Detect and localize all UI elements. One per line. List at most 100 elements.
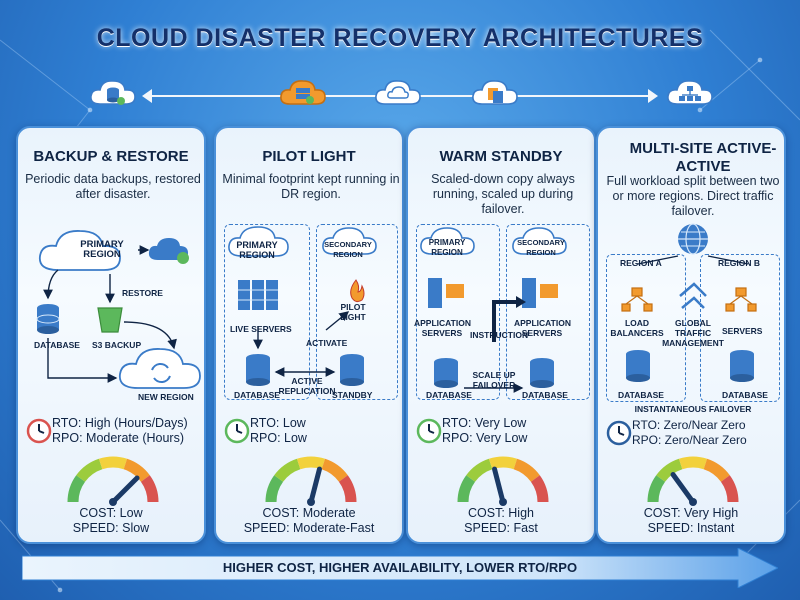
- gauge-segment: [647, 475, 666, 503]
- label-database-b: DATABASE: [722, 390, 768, 400]
- clock-icon: [26, 418, 52, 444]
- gauge-segment: [466, 458, 493, 482]
- cost-gauge: [67, 456, 159, 506]
- metrics: RTO: Low RPO: Low: [250, 416, 307, 446]
- application-server-icon: [522, 278, 558, 308]
- gauge-segment: [513, 458, 540, 482]
- metrics: RTO: High (Hours/Days) RPO: Moderate (Ho…: [52, 416, 188, 446]
- flame-icon: [350, 279, 365, 303]
- panel-pilot-light: PILOT LIGHT Minimal footprint kept runni…: [214, 126, 404, 544]
- secondary-region-cloud-icon: [512, 227, 567, 255]
- label-activate: ACTIVATE: [306, 338, 348, 348]
- label-instruction: INSTRUCTION: [470, 330, 529, 340]
- database-cloud-icon: [90, 80, 136, 105]
- database-icon: [730, 350, 754, 382]
- rpo-text: RPO: Low: [250, 431, 307, 445]
- panel-title: PILOT LIGHT: [262, 148, 356, 165]
- standby-database-icon: [340, 354, 364, 386]
- server-node-icon: [725, 287, 757, 312]
- label-scale-up-failover: SCALE UP FAILOVER: [472, 370, 516, 390]
- label-live-servers: LIVE SERVERS: [230, 324, 292, 334]
- gauge-hub: [689, 498, 697, 506]
- clock-icon: [606, 420, 632, 446]
- globe-icon: [678, 223, 708, 255]
- primary-region-cloud-icon: [38, 230, 121, 271]
- rto-text: RTO: Very Low: [442, 416, 527, 430]
- label-region-a: REGION A: [620, 258, 662, 268]
- speed-text: SPEED: Fast: [464, 521, 538, 535]
- label-global-traffic-management: GLOBAL TRAFFIC MANAGEMENT: [662, 318, 724, 348]
- clock-icon: [416, 418, 442, 444]
- gauge-segment: [656, 458, 683, 482]
- label-servers: SERVERS: [722, 326, 763, 336]
- gauge-hub: [307, 498, 315, 506]
- rto-text: RTO: Zero/Near Zero: [632, 418, 746, 432]
- global-traffic-icon: [679, 282, 707, 309]
- panel-title: MULTI-SITE ACTIVE-ACTIVE: [629, 140, 777, 175]
- gauge-segment: [123, 458, 150, 482]
- database-icon: [246, 354, 270, 386]
- panel-title: BACKUP & RESTORE: [33, 148, 189, 165]
- label-application-servers-primary: APPLICATION SERVERS: [414, 318, 471, 338]
- gauge-segment: [338, 475, 357, 503]
- load-balancer-icon: [621, 287, 653, 312]
- rpo-text: RPO: Zero/Near Zero: [632, 433, 747, 447]
- panel-multi-site: MULTI-SITE ACTIVE-ACTIVE Full workload s…: [596, 126, 786, 544]
- label-secondary-region: SECONDARY REGION: [517, 238, 565, 257]
- cost-text: COST: High: [468, 506, 534, 520]
- copy-cloud-icon: [472, 80, 518, 105]
- gauge-hub: [499, 498, 507, 506]
- cost-text: COST: Low: [79, 506, 143, 520]
- gauge-segment: [296, 456, 326, 470]
- primary-region-cloud-icon: [228, 226, 289, 257]
- gauge-segment: [720, 475, 739, 503]
- cost-gauge: [265, 456, 357, 506]
- label-database: DATABASE: [34, 340, 80, 350]
- label-database: DATABASE: [234, 390, 280, 400]
- database-icon: [36, 304, 60, 334]
- label-database-primary: DATABASE: [426, 390, 472, 400]
- label-s3-backup: S3 BACKUP: [92, 340, 142, 350]
- database-icon: [530, 358, 554, 388]
- speed-text: SPEED: Moderate-Fast: [243, 521, 375, 535]
- panel-warm-standby: WARM STANDBY Scaled-down copy always run…: [406, 126, 596, 544]
- secondary-region-box: [506, 224, 590, 400]
- label-database-a: DATABASE: [618, 390, 664, 400]
- panel-description: Full workload split between two or more …: [606, 174, 780, 218]
- cost-text: COST: Very High: [643, 506, 739, 520]
- gauge-segment: [76, 458, 103, 482]
- label-region-b: REGION B: [718, 258, 761, 268]
- primary-region-cloud-icon: [420, 227, 475, 255]
- gauge-segment: [457, 475, 476, 503]
- database-icon: [626, 350, 650, 382]
- gauge-segment: [321, 458, 348, 482]
- clock-icon: [224, 418, 250, 444]
- cloud-icon: [375, 80, 421, 105]
- gauge-segment: [140, 475, 159, 503]
- gauge-segment: [265, 475, 284, 503]
- panel-description: Periodic data backups, restored after di…: [25, 172, 201, 201]
- speed-text: SPEED: Instant: [647, 521, 735, 535]
- application-server-icon: [428, 278, 464, 308]
- panel-description: Scaled-down copy always running, scaled …: [431, 172, 575, 216]
- connector-arrow-right: [648, 89, 658, 103]
- gauge-segment: [67, 475, 86, 503]
- secondary-region-box: [316, 224, 398, 400]
- gauge-segment: [274, 458, 301, 482]
- label-active-replication: ACTIVE REPLICATION: [278, 376, 336, 396]
- cost-gauge: [457, 456, 549, 506]
- rto-text: RTO: Low: [250, 416, 306, 430]
- rto-text: RTO: High (Hours/Days): [52, 416, 188, 430]
- speed-text: SPEED: Slow: [72, 521, 150, 535]
- label-secondary-region: SECONDARY REGION: [324, 240, 372, 259]
- gauge-segment: [530, 475, 549, 503]
- label-load-balancers: LOAD BALANCERS: [610, 318, 664, 338]
- gauge-needle: [110, 475, 140, 505]
- label-pilot-light: PILOT LIGHT: [340, 302, 366, 322]
- warm-standby-diagram: [420, 227, 567, 393]
- secondary-region-cloud-icon: [322, 227, 377, 255]
- metrics: RTO: Very Low RPO: Very Low: [442, 416, 527, 446]
- rpo-text: RPO: Very Low: [442, 431, 528, 445]
- label-application-servers-secondary: APPLICATION SERVERS: [514, 318, 571, 338]
- cost-gauge: [647, 456, 739, 506]
